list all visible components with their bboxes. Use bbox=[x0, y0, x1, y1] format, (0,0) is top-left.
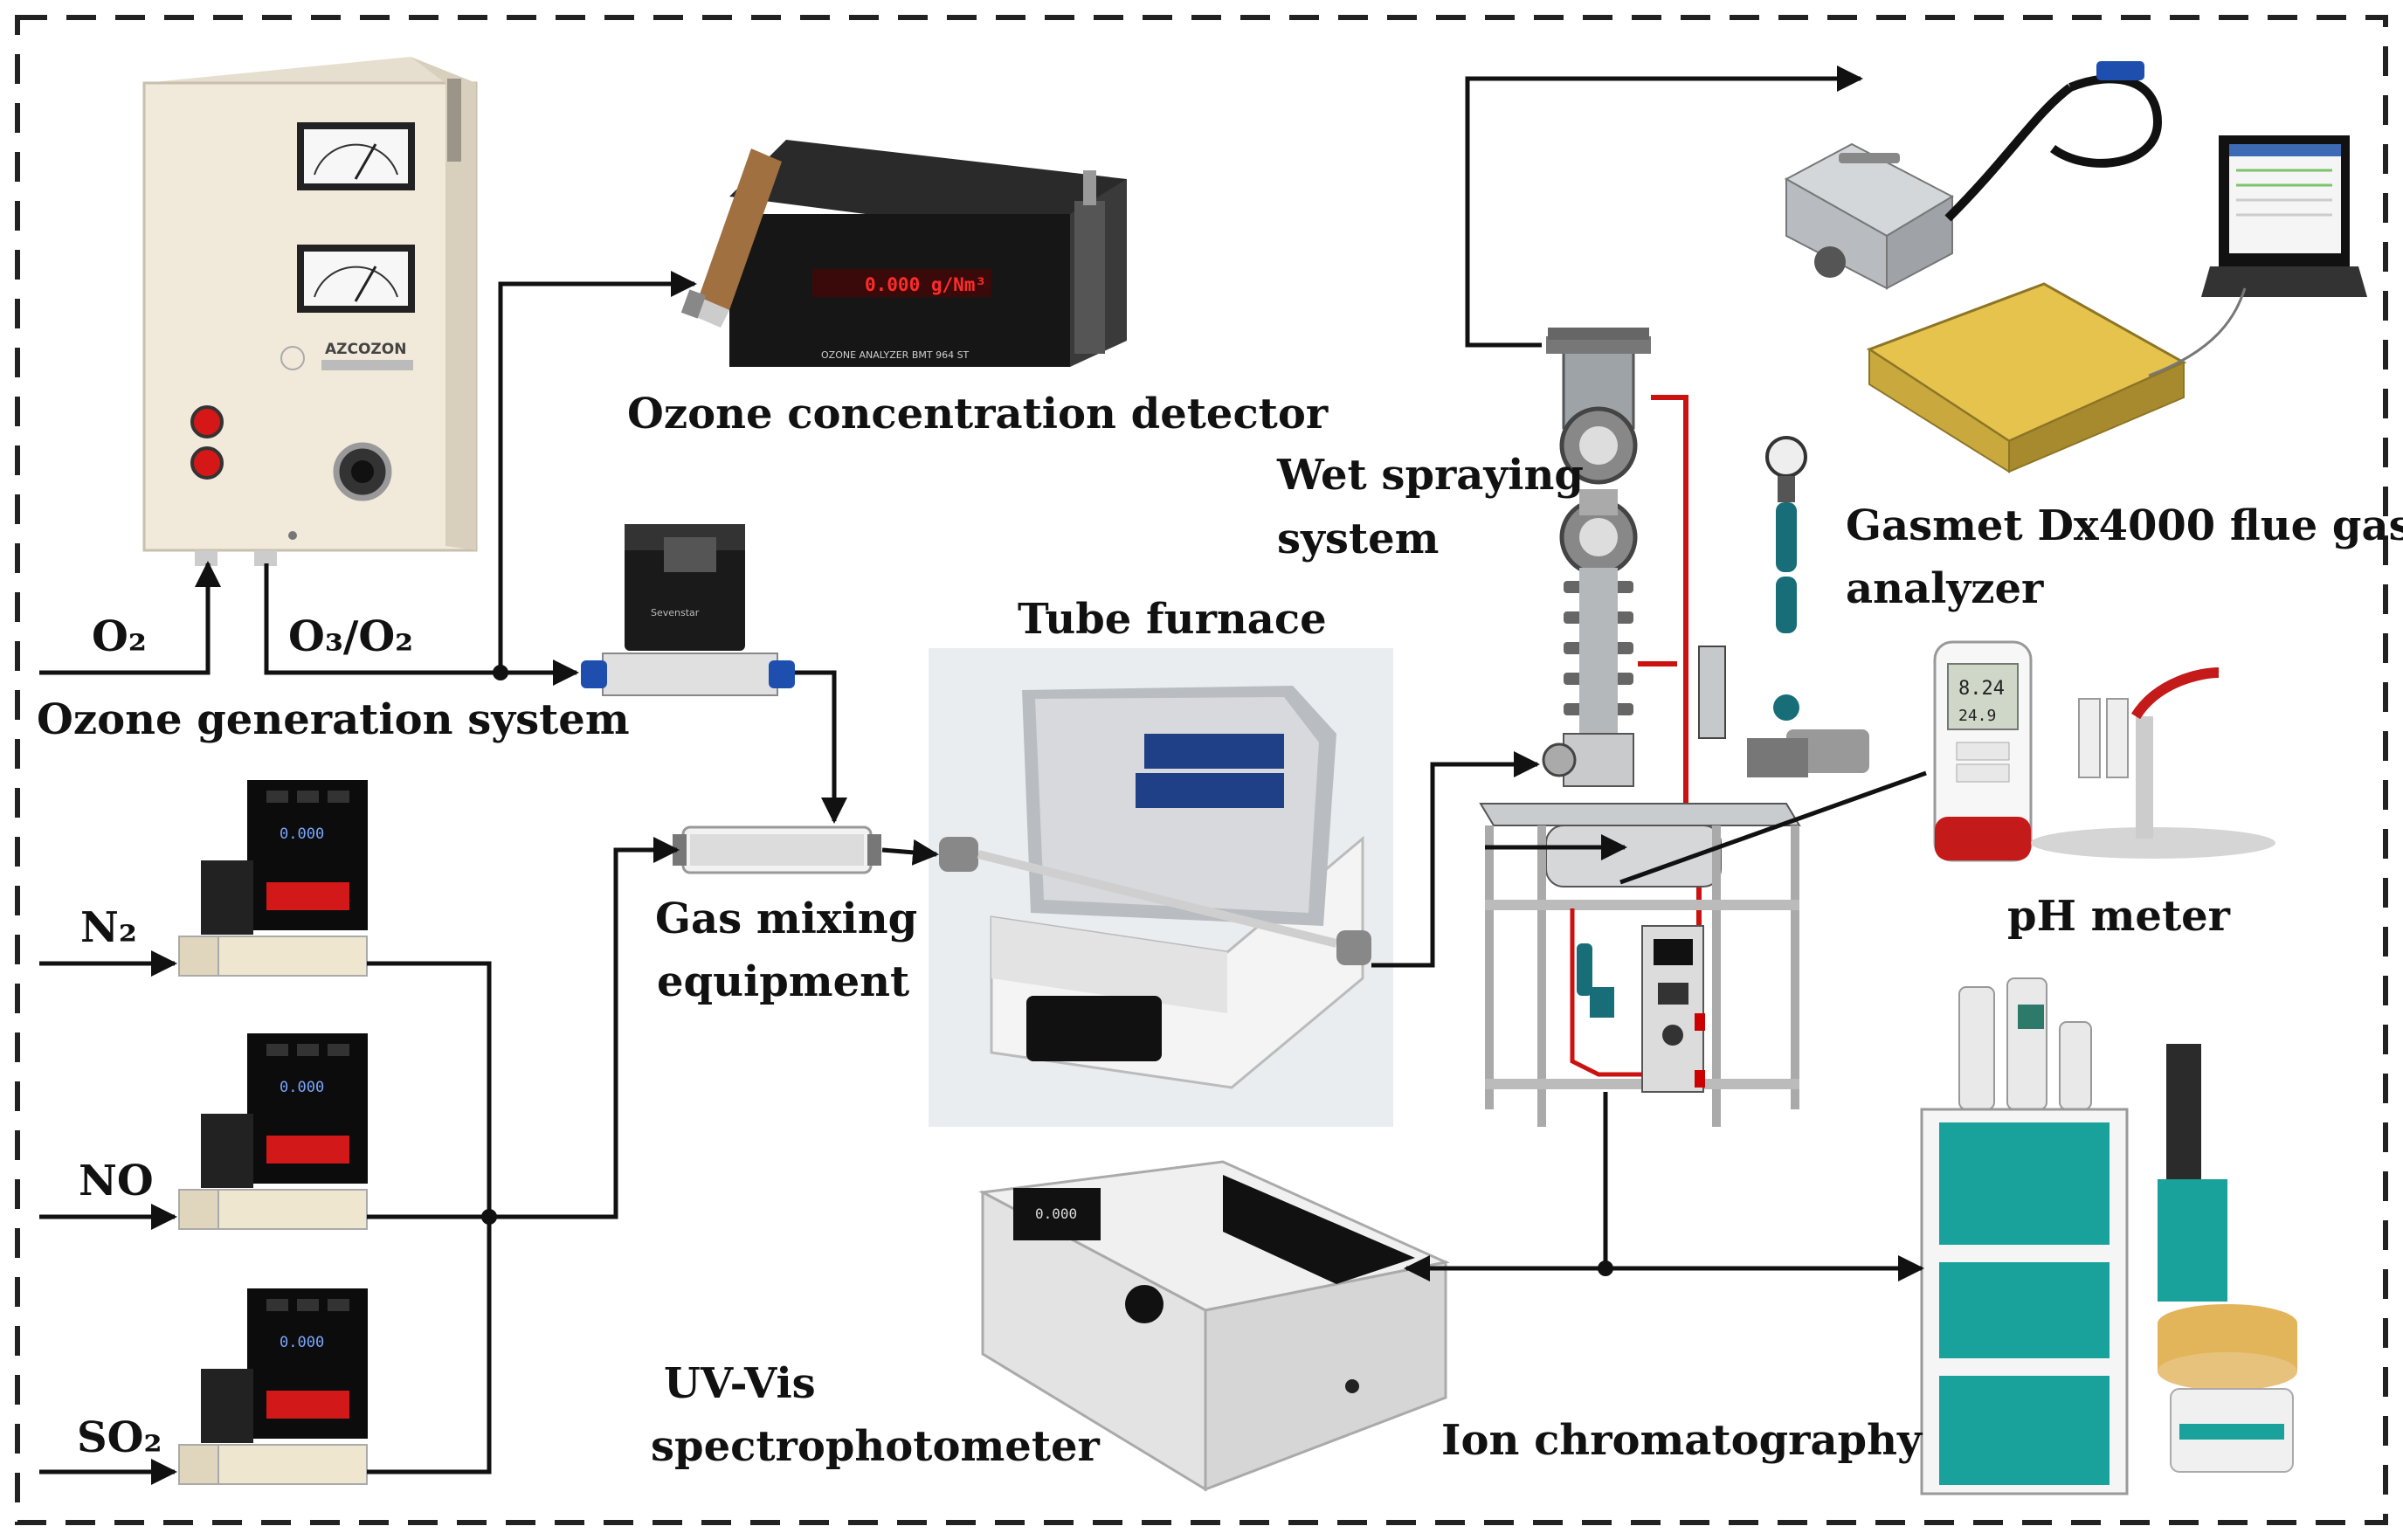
label-uv-line2: spectrophotometer bbox=[651, 1422, 1101, 1471]
ozone-gauge-2 bbox=[297, 245, 415, 313]
mfc-so2-image: 0.000 bbox=[178, 1288, 368, 1485]
line-mfc-to-mixer bbox=[795, 670, 847, 824]
line-o2-inlet bbox=[39, 561, 221, 675]
line-mixer-to-furnace bbox=[881, 839, 939, 866]
line-o3-outlet bbox=[264, 563, 579, 686]
mfc-brand-text: Sevenstar bbox=[651, 607, 700, 618]
line-scrubber-to-gasmet bbox=[1465, 66, 1863, 348]
ph-meter-image: 8.24 24.9 bbox=[1933, 640, 2275, 862]
label-gas-so2: SO₂ bbox=[77, 1413, 162, 1462]
uv-vis-image: 0.000 bbox=[978, 1160, 1450, 1492]
junction-analyzers bbox=[1598, 1260, 1613, 1276]
label-ozone-generation: Ozone generation system bbox=[37, 695, 630, 744]
ozone-detector-cylinder bbox=[680, 148, 782, 328]
ozone-gauge-1 bbox=[297, 122, 415, 190]
mfc-n2-image: 0.000 bbox=[178, 780, 368, 977]
label-gas-o3-o2: O₃/O₂ bbox=[288, 612, 413, 661]
label-gas-mixing-line1: Gas mixing bbox=[655, 894, 917, 943]
label-wet-spraying-line1: Wet spraying bbox=[1276, 451, 1584, 500]
mfc-no-image: 0.000 bbox=[178, 1033, 368, 1230]
mfc-so2-readout: 0.000 bbox=[280, 1334, 324, 1351]
mfc-n2-readout: 0.000 bbox=[280, 825, 324, 843]
line-ph-pointer bbox=[1619, 770, 1927, 885]
label-ozone-detector: Ozone concentration detector bbox=[627, 390, 1329, 439]
ozone-generator-image: AZCOZON bbox=[142, 57, 478, 566]
ozone-flow-meter-image: Sevenstar bbox=[581, 524, 795, 696]
label-wet-spraying-line2: system bbox=[1277, 514, 1439, 563]
label-ion-chromatography: Ion chromatography bbox=[1441, 1416, 1923, 1465]
label-gas-o2: O₂ bbox=[92, 612, 147, 661]
ozone-detector-image: 0.000 g/Nm³ OZONE ANALYZER BMT 964 ST bbox=[680, 140, 1127, 367]
red-indicator-1 bbox=[190, 405, 224, 439]
uv-display: 0.000 bbox=[1035, 1205, 1077, 1222]
ion-chromatography-image bbox=[1920, 977, 2297, 1495]
ozone-detector-model: OZONE ANALYZER BMT 964 ST bbox=[821, 349, 970, 361]
label-gas-n2: N₂ bbox=[80, 903, 137, 952]
red-indicator-2 bbox=[190, 446, 224, 480]
mfc-no-readout: 0.000 bbox=[280, 1079, 324, 1096]
label-gas-mixing-line2: equipment bbox=[657, 957, 909, 1006]
label-gas-no: NO bbox=[79, 1157, 154, 1205]
ozone-detector-display: 0.000 g/Nm³ bbox=[865, 274, 986, 295]
outer-dashed-frame bbox=[15, 15, 2388, 1525]
wet-spraying-system-image bbox=[1479, 328, 1869, 1127]
label-ph-meter: pH meter bbox=[2007, 892, 2231, 941]
line-manifold-to-mixer bbox=[489, 837, 680, 1219]
line-furnace-to-scrubber bbox=[1371, 751, 1540, 968]
label-tube-furnace: Tube furnace bbox=[1018, 595, 1327, 644]
ph-reading-1: 8.24 bbox=[1958, 678, 2005, 700]
junction-manifold bbox=[481, 1209, 497, 1225]
ph-reading-2: 24.9 bbox=[1958, 707, 1996, 725]
gas-mixer-image bbox=[673, 825, 881, 874]
label-gasmet-line2: analyzer bbox=[1846, 564, 2044, 613]
flow-lines bbox=[39, 66, 1927, 1485]
junction-ozone bbox=[493, 665, 508, 680]
gasmet-analyzer-image bbox=[1784, 61, 2367, 473]
line-to-ozone-detector bbox=[498, 271, 697, 673]
ozone-brand-text: AZCOZON bbox=[325, 341, 406, 358]
label-gasmet-line1: Gasmet Dx4000 flue gas bbox=[1846, 501, 2403, 550]
tube-furnace-image bbox=[929, 648, 1393, 1127]
label-uv-line1: UV-Vis bbox=[664, 1359, 816, 1408]
